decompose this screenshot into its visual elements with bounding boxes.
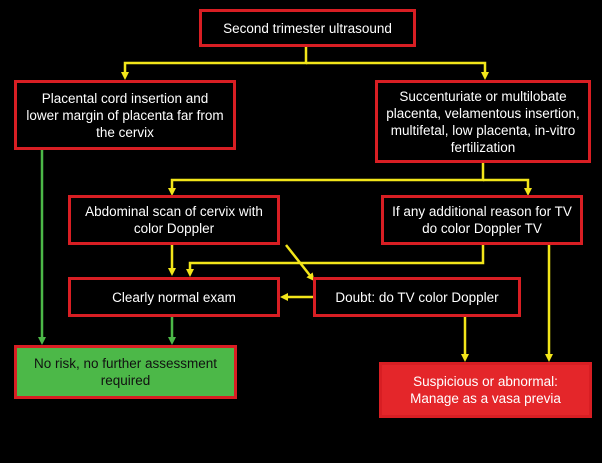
arrow-risk-to-abdominal: [168, 163, 485, 196]
arrow-start-to-risk-factors: [306, 61, 489, 80]
arrow-risk-to-additional: [483, 178, 532, 196]
node-label: Suspicious or abnormal: Manage as a vasa…: [410, 374, 561, 406]
node-second-trimester-ultrasound: Second trimester ultrasound: [199, 9, 416, 47]
node-placenta-far-from-cervix: Placental cord insertion and lower margi…: [14, 80, 236, 150]
node-label: Doubt: do TV color Doppler: [335, 289, 499, 305]
node-label: No risk, no further assessment required: [33, 356, 218, 388]
node-suspicious-abnormal: Suspicious or abnormal: Manage as a vasa…: [379, 362, 592, 418]
node-label: Second trimester ultrasound: [223, 20, 392, 36]
node-doubt: Doubt: do TV color Doppler: [313, 277, 521, 317]
arrow-abdominal-to-doubt: [285, 244, 315, 282]
node-no-risk: No risk, no further assessment required: [14, 345, 237, 399]
arrow-start-to-far-cervix: [121, 47, 308, 80]
node-additional-reason: If any additional reason for TV do color…: [381, 195, 583, 245]
node-label: If any additional reason for TV do color…: [392, 204, 572, 236]
node-abdominal-scan: Abdominal scan of cervix with color Dopp…: [68, 195, 280, 245]
arrow-additional-to-normal: [186, 245, 485, 277]
node-label: Placental cord insertion and lower margi…: [26, 90, 224, 140]
node-label: Abdominal scan of cervix with color Dopp…: [85, 204, 263, 236]
node-label: Clearly normal exam: [112, 289, 236, 305]
node-label: Succenturiate or multilobate placenta, v…: [386, 88, 580, 155]
node-clearly-normal-exam: Clearly normal exam: [68, 277, 280, 317]
node-risk-factors: Succenturiate or multilobate placenta, v…: [375, 80, 591, 163]
